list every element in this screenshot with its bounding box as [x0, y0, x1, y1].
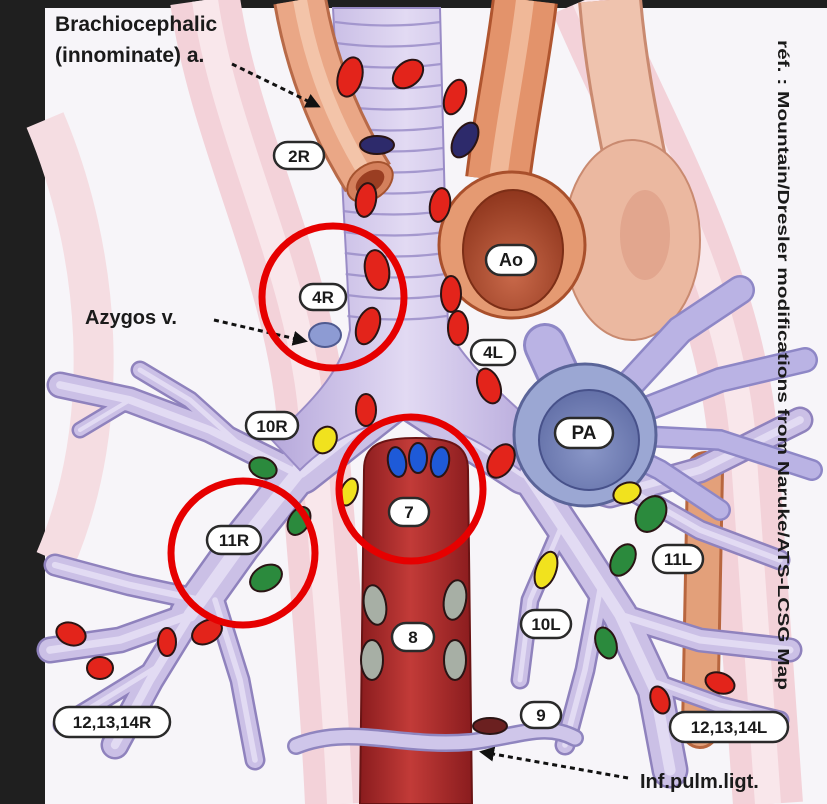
label-text: 10L: [531, 615, 560, 634]
label-text: Ao: [499, 250, 523, 270]
label-text: 12,13,14R: [73, 713, 151, 732]
arch-vessel: [610, 0, 635, 160]
station-label-8: 8: [392, 623, 434, 651]
lymph-node-red: [158, 628, 176, 656]
lymph-node-maroon: [473, 718, 507, 734]
label-text: 12,13,14L: [691, 718, 768, 737]
lymph-node-blue: [409, 443, 427, 473]
brachiocephalic-label-line1: Brachiocephalic: [55, 13, 218, 36]
station-label-9: 9: [521, 702, 561, 728]
station-label-12-13-14l: 12,13,14L: [670, 712, 788, 742]
label-text: 2R: [288, 147, 310, 166]
inferior-pulmonary-ligament-label: Inf.pulm.ligt.: [640, 771, 759, 793]
lymph-node-red: [441, 276, 461, 312]
label-text: 10R: [256, 417, 287, 436]
brachiocephalic-label-line2: (innominate) a.: [55, 44, 204, 67]
station-label-11l: 11L: [653, 545, 703, 573]
station-label-10r: 10R: [246, 412, 298, 439]
label-text: 7: [404, 503, 413, 522]
label-text: 9: [536, 706, 545, 725]
label-text: PA: [572, 423, 597, 444]
lymph-node-navy: [360, 136, 394, 154]
aortic-arch-shade: [620, 190, 670, 280]
lymph-node-red: [356, 394, 376, 426]
structure-label-pulmonary-artery: PA: [555, 418, 613, 448]
station-label-4r: 4R: [300, 284, 346, 310]
station-label-7: 7: [389, 498, 429, 526]
station-label-4l: 4L: [471, 340, 515, 365]
structure-label-aorta: Ao: [486, 245, 536, 275]
station-label-2r: 2R: [274, 142, 324, 169]
station-label-11r: 11R: [207, 526, 261, 554]
station-label-10l: 10L: [521, 610, 571, 638]
lymph-node-red: [448, 311, 468, 345]
reference-caption: réf. : Mountain/Dresler modifications fr…: [774, 40, 791, 690]
azygos-label: Azygos v.: [85, 307, 177, 329]
lymph-node-gray: [361, 640, 383, 680]
label-text: 4R: [312, 288, 334, 307]
azygos-vein: [309, 323, 341, 347]
lymph-node-gray: [444, 640, 466, 680]
label-text: 8: [408, 628, 417, 647]
lymph-node-red: [87, 657, 113, 679]
station-label-12-13-14r: 12,13,14R: [54, 707, 170, 737]
label-text: 4L: [483, 343, 503, 362]
label-text: 11L: [664, 550, 692, 569]
label-text: 11R: [219, 531, 249, 550]
